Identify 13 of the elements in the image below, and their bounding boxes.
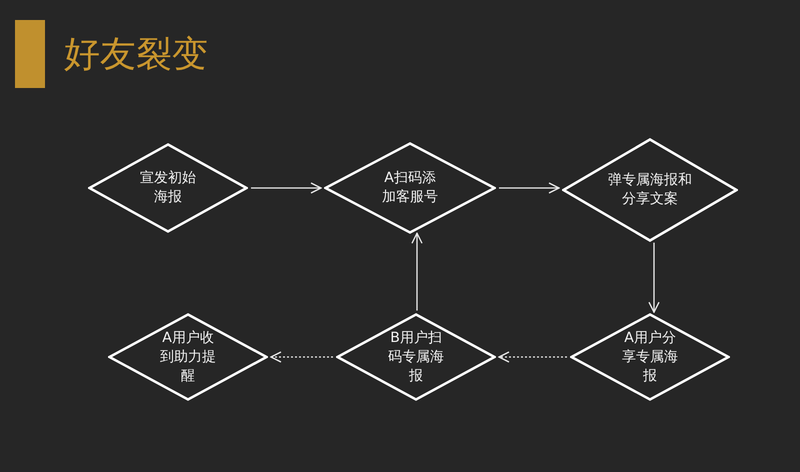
decision-diamond: A用户收到助力提醒 [108,313,268,401]
decision-diamond: 宣发初始海报 [88,143,248,233]
decision-diamond: 弹专属海报和分享文案 [562,138,738,242]
arrow [251,182,322,194]
arrow [648,242,660,313]
decision-diamond: A扫码添加客服号 [324,142,496,234]
arrow [270,351,333,363]
arrow [411,232,423,311]
arrow [499,182,560,194]
decision-diamond: A用户分享专属海报 [570,313,730,401]
arrow [498,351,567,363]
title: 好友裂变 [64,33,208,77]
decision-diamond: B用户扫码专属海报 [336,313,496,401]
